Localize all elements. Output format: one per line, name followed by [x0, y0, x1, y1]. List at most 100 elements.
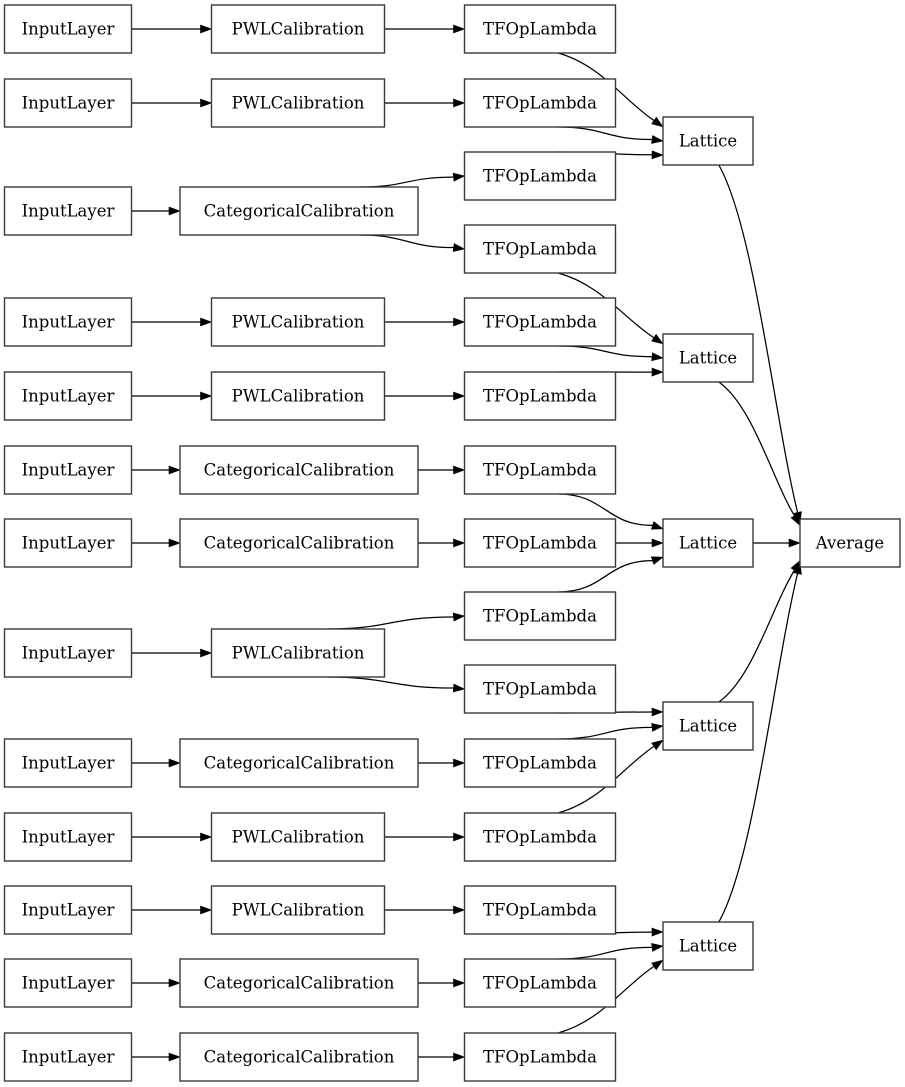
node-tfop-lambda-op13[interactable]: TFOpLambda — [463, 885, 617, 935]
node-input-layer-in8[interactable]: InputLayer — [3, 628, 133, 678]
node-box — [463, 591, 617, 641]
arrowhead-icon — [453, 391, 466, 401]
node-input-layer-in5[interactable]: InputLayer — [3, 371, 133, 421]
node-tfop-lambda-op4[interactable]: TFOpLambda — [463, 224, 617, 274]
node-tfop-lambda-op12[interactable]: TFOpLambda — [463, 812, 617, 862]
node-box — [463, 664, 617, 714]
node-box — [463, 4, 617, 54]
arrowhead-icon — [790, 513, 801, 527]
node-pwlcalibration-cal11[interactable]: PWLCalibration — [210, 885, 386, 935]
edge-lat5-to-avg — [718, 573, 799, 923]
node-tfop-lambda-op6[interactable]: TFOpLambda — [463, 371, 617, 421]
node-pwlcalibration-cal4[interactable]: PWLCalibration — [210, 297, 386, 347]
node-tfop-lambda-op9[interactable]: TFOpLambda — [463, 591, 617, 641]
node-tfop-lambda-op11[interactable]: TFOpLambda — [463, 738, 617, 788]
node-input-layer-in4[interactable]: InputLayer — [3, 297, 133, 347]
node-tfop-lambda-op7[interactable]: TFOpLambda — [463, 445, 617, 495]
node-categorical-calibration-cal7[interactable]: CategoricalCalibration — [179, 518, 419, 568]
node-box — [463, 78, 617, 128]
node-lattice-lat2[interactable]: Lattice — [662, 333, 754, 383]
node-lattice-lat3[interactable]: Lattice — [662, 518, 754, 568]
node-box — [463, 151, 617, 201]
arrowhead-icon — [650, 556, 664, 565]
edge-op7-to-lat3 — [558, 493, 653, 527]
node-box — [3, 186, 133, 236]
node-tfop-lambda-op3[interactable]: TFOpLambda — [463, 151, 617, 201]
node-input-layer-in10[interactable]: InputLayer — [3, 812, 133, 862]
node-box — [3, 518, 133, 568]
node-categorical-calibration-cal9[interactable]: CategoricalCalibration — [179, 738, 419, 788]
node-box — [210, 78, 386, 128]
node-box — [3, 297, 133, 347]
node-box — [463, 518, 617, 568]
node-categorical-calibration-cal13[interactable]: CategoricalCalibration — [179, 1032, 419, 1082]
node-box — [210, 812, 386, 862]
node-pwlcalibration-cal5[interactable]: PWLCalibration — [210, 371, 386, 421]
arrowhead-icon — [200, 832, 213, 842]
node-input-layer-in12[interactable]: InputLayer — [3, 958, 133, 1008]
node-box — [179, 518, 419, 568]
edge-cal3-to-op4 — [359, 234, 454, 249]
node-pwlcalibration-cal8[interactable]: PWLCalibration — [210, 628, 386, 678]
node-box — [179, 738, 419, 788]
arrowhead-icon — [452, 683, 466, 693]
node-box — [799, 518, 901, 568]
arrowhead-icon — [168, 1052, 181, 1062]
arrowhead-icon — [453, 317, 466, 327]
node-tfop-lambda-op15[interactable]: TFOpLambda — [463, 1032, 617, 1082]
arrowhead-icon — [651, 722, 664, 732]
arrowhead-icon — [453, 832, 466, 842]
node-input-layer-in1[interactable]: InputLayer — [3, 4, 133, 54]
node-pwlcalibration-cal10[interactable]: PWLCalibration — [210, 812, 386, 862]
node-lattice-lat4[interactable]: Lattice — [662, 701, 754, 751]
node-tfop-lambda-op5[interactable]: TFOpLambda — [463, 297, 617, 347]
arrowhead-icon — [200, 317, 213, 327]
node-lattice-lat1[interactable]: Lattice — [662, 116, 754, 166]
edge-cal8-to-op10 — [326, 676, 454, 689]
node-box — [463, 371, 617, 421]
node-tfop-lambda-op2[interactable]: TFOpLambda — [463, 78, 617, 128]
node-input-layer-in3[interactable]: InputLayer — [3, 186, 133, 236]
node-pwlcalibration-cal1[interactable]: PWLCalibration — [210, 4, 386, 54]
node-input-layer-in6[interactable]: InputLayer — [3, 445, 133, 495]
node-box — [3, 1032, 133, 1082]
arrowhead-icon — [651, 959, 664, 971]
node-categorical-calibration-cal3[interactable]: CategoricalCalibration — [179, 186, 419, 236]
node-box — [3, 812, 133, 862]
node-input-layer-in9[interactable]: InputLayer — [3, 738, 133, 788]
node-tfop-lambda-op10[interactable]: TFOpLambda — [463, 664, 617, 714]
node-box — [3, 4, 133, 54]
node-box — [662, 518, 754, 568]
node-input-layer-in7[interactable]: InputLayer — [3, 518, 133, 568]
node-input-layer-in11[interactable]: InputLayer — [3, 885, 133, 935]
node-tfop-lambda-op14[interactable]: TFOpLambda — [463, 958, 617, 1008]
node-box — [662, 921, 754, 971]
edge-op5-to-lat2 — [558, 345, 653, 358]
node-box — [3, 371, 133, 421]
arrowhead-icon — [168, 465, 181, 475]
node-tfop-lambda-op1[interactable]: TFOpLambda — [463, 4, 617, 54]
node-box — [463, 1032, 617, 1082]
edge-lat1-to-avg — [718, 164, 799, 513]
node-pwlcalibration-cal2[interactable]: PWLCalibration — [210, 78, 386, 128]
arrowhead-icon — [200, 648, 213, 658]
node-box — [463, 885, 617, 935]
node-lattice-lat5[interactable]: Lattice — [662, 921, 754, 971]
node-input-layer-in13[interactable]: InputLayer — [3, 1032, 133, 1082]
node-tfop-lambda-op8[interactable]: TFOpLambda — [463, 518, 617, 568]
edge-op9-to-lat3 — [558, 559, 653, 593]
arrowhead-icon — [788, 538, 801, 548]
edge-lat2-to-avg — [718, 381, 796, 517]
arrowhead-icon — [452, 172, 466, 182]
node-categorical-calibration-cal12[interactable]: CategoricalCalibration — [179, 958, 419, 1008]
node-box — [210, 371, 386, 421]
arrowhead-icon — [453, 24, 466, 34]
node-box — [3, 628, 133, 678]
arrowhead-icon — [453, 538, 466, 548]
edge-lat4-to-avg — [718, 569, 796, 703]
node-categorical-calibration-cal6[interactable]: CategoricalCalibration — [179, 445, 419, 495]
node-input-layer-in2[interactable]: InputLayer — [3, 78, 133, 128]
node-average-avg[interactable]: Average — [799, 518, 901, 568]
arrowhead-icon — [651, 538, 664, 548]
